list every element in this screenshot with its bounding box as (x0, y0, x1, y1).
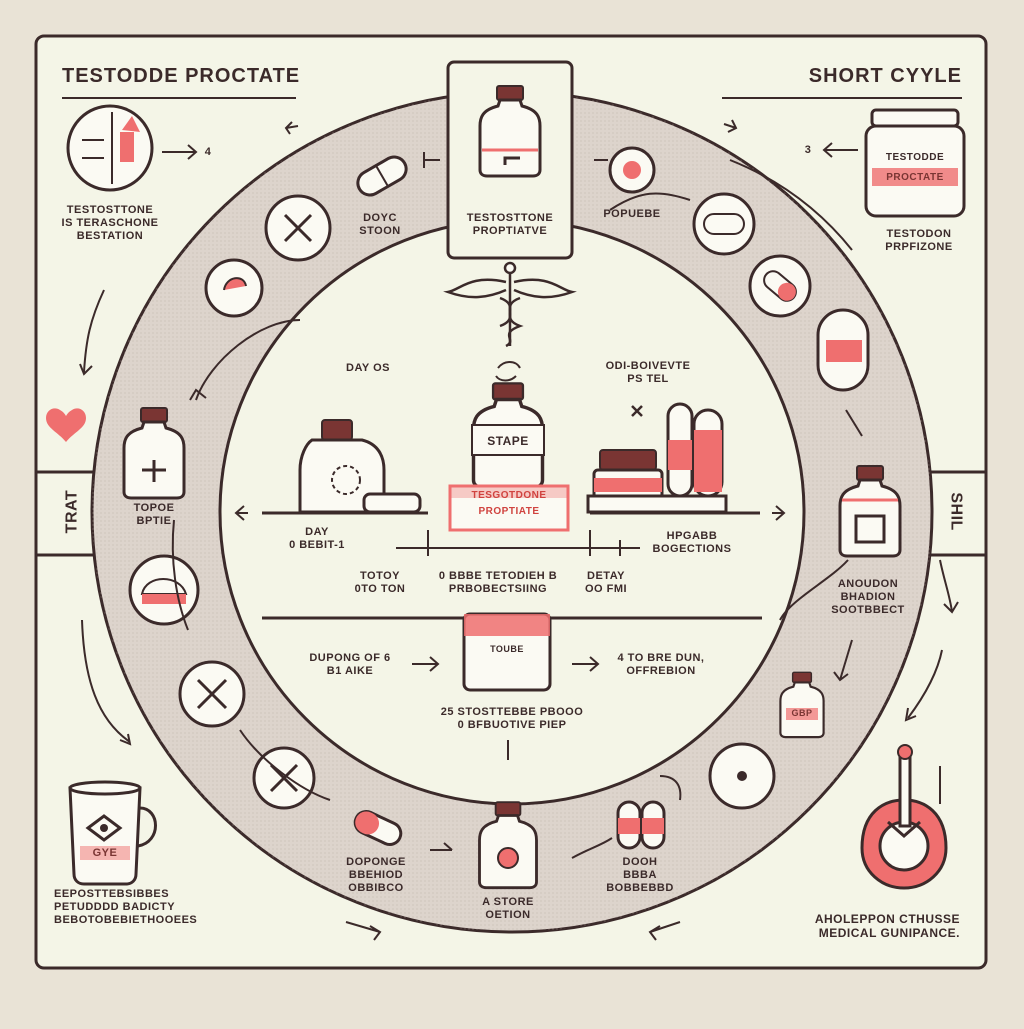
heart-icon (46, 408, 86, 442)
center-jar-label: STAPE (487, 434, 529, 448)
medical-device-icon (860, 744, 948, 890)
center-lower-left-label: DUPONG OF 6 B1 AIKE (309, 652, 391, 678)
caduceus-icon (443, 261, 577, 348)
bottom-left-pill-icon (353, 810, 403, 846)
top-left-gauge-icon (66, 104, 154, 192)
center-sub-mid-label: 0 BBBE TETODIEH B PRBOBECTSIING (438, 570, 558, 596)
bottom-left-corner-label: EEPOSTTEBSIBBES PETUDDDD BADICTY BEBOTOB… (54, 888, 198, 927)
bottom-right-corner-label: AHOLEPPON CTHUSSE MEDICAL GUNIPANCE. (814, 912, 960, 941)
right-small-bottle-label: GBP (791, 708, 813, 718)
top-left-arrow-number: 4 (204, 146, 212, 158)
top-right-bottle-line2: PROCTATE (886, 172, 944, 183)
center-scene (234, 361, 786, 760)
center-bottom-text: 25 STOSTTEBBE PBOOO 0 BFBUOTIVE PIEP (440, 706, 584, 732)
pill-icon (356, 155, 408, 197)
center-banner-line2: PROPTIATE (478, 506, 540, 517)
top-right-bottle-line1: TESTODDE (885, 152, 945, 163)
capsule-large-icon (816, 308, 870, 392)
right-bottle-icon (838, 464, 902, 558)
top-left-corner-label: TESTOSTTONE IS TERASCHONE BESTATION (61, 204, 159, 243)
center-sub-right-label: DETAY OO FMI (584, 570, 628, 596)
top-left-pill-label: DOYC STOON (359, 212, 401, 238)
no-symbol-icon (264, 194, 332, 262)
pill-top-right-icon (608, 146, 656, 194)
flow-arrows (79, 119, 959, 941)
center-right-under-label: HPGABB BOGECTIONS (652, 530, 732, 556)
pill-round-icon (204, 258, 264, 318)
capsule-red-icon (748, 254, 812, 318)
bottom-right-ring-label: DOOH BBBA BOBBEBBD (606, 856, 674, 895)
bottom-center-bottle-icon (478, 800, 538, 890)
bottom-center-label: A STORE OETION (482, 896, 534, 922)
title-right: SHORT CYYLE (808, 65, 962, 87)
left-bottle-label: TOPOE BPTIE (133, 502, 175, 528)
right-bottle-label: ANOUDON BHADION SOOTBBECT (831, 578, 905, 617)
bottom-right-capsules-icon (616, 800, 666, 850)
left-vertical-label: TRAT (63, 489, 81, 534)
center-day-label: DAY OS (346, 362, 390, 374)
center-left-under-label: DAY 0 BEBIT-1 (289, 526, 345, 552)
top-right-corner-label: TESTODON PRPFIZONE (885, 228, 953, 254)
disc-icon (708, 742, 776, 810)
mug-label: GYE (92, 847, 118, 859)
center-banner-line1: TESGOTDONE (471, 490, 547, 501)
capsule-icon (692, 192, 756, 256)
bottom-left-ring-label: DOPONGE BBEHIOD OBBIBCO (346, 856, 406, 895)
top-center-bottle-label: TESTOSTTONE PROPTIATVE (466, 212, 554, 238)
center-lower-right-label: 4 TO BRE DUN, OFFREBION (617, 652, 705, 678)
top-right-bottle-icon (864, 108, 966, 218)
top-center-bottle-card (446, 60, 574, 260)
left-pill-bowl-icon (128, 554, 200, 626)
center-sub-left-label: TOTOY 0TO TON (354, 570, 406, 596)
mug-icon (68, 780, 157, 886)
top-right-arrow-number: 3 (804, 144, 812, 156)
no-symbol-icon-2 (178, 660, 246, 728)
title-left: TESTODDE PROCTATE (62, 65, 301, 87)
small-bottle-icon (779, 671, 825, 739)
top-right-pill-label: POPUEBE (603, 208, 661, 220)
center-lower-box-label: TOUBE (490, 644, 524, 654)
right-vertical-label: SHIL (947, 492, 965, 531)
center-top-right-label: ODI-BOIVEVTE PS TEL (605, 360, 691, 386)
left-bottle-icon (122, 406, 186, 500)
